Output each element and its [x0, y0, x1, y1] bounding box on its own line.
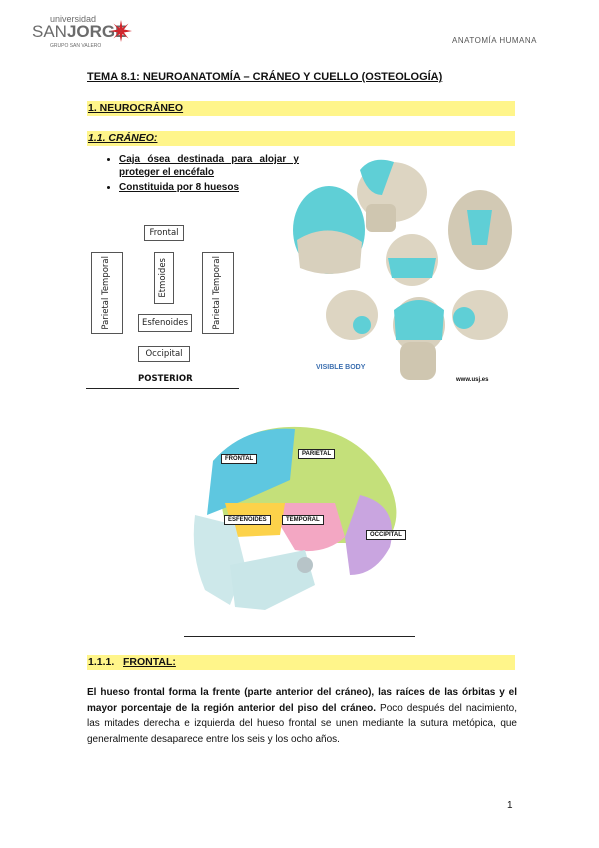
section-heading-1-1-1-text: FRONTAL:	[123, 656, 176, 668]
course-name: ANATOMÍA HUMANA	[452, 36, 537, 45]
label-frontal: FRONTAL	[221, 454, 258, 464]
section-number: 1.1.1.	[88, 656, 115, 668]
section-heading-1-1-text: 1.1. CRÁNEO:	[88, 132, 158, 144]
box-esfenoides: Esfenoides	[138, 314, 192, 332]
section-heading-1-text: 1. NEUROCRÁNEO	[88, 102, 184, 114]
box-frontal-label: Frontal	[149, 228, 179, 238]
usj-watermark: www.usj.es	[456, 377, 489, 383]
paragraph-normal: Poco después del nacimiento, las mitades…	[87, 702, 517, 745]
bullet-item: Constituida por 8 huesos	[119, 181, 299, 194]
logo-small-text: universidad	[50, 14, 97, 24]
bullet-text: Constituida por 8 huesos	[119, 182, 240, 193]
box-occipital: Occipital	[138, 346, 190, 362]
skull-views-illustration	[293, 159, 512, 380]
bullet-item: Caja ósea destinada para alojar y proteg…	[119, 153, 299, 179]
logo-group-text: GRUPO SAN VALERO	[50, 43, 102, 49]
frontal-paragraph: El hueso frontal forma la frente (parte …	[87, 685, 517, 747]
page-number: 1	[507, 800, 513, 811]
label-parietal: PARIETAL	[298, 449, 336, 459]
page-title: TEMA 8.1: NEUROANATOMÍA – CRÁNEO Y CUELL…	[87, 71, 443, 83]
box-pt-right-label: Parietal Temporal	[212, 256, 223, 330]
box-esfenoides-label: Esfenoides	[141, 318, 189, 328]
label-esfenoides: ESFENOIDES	[224, 515, 271, 525]
label-temporal: TEMPORAL	[282, 515, 324, 525]
paragraph-bold: El hueso frontal forma la frente (parte …	[87, 687, 517, 714]
section-heading-1-1: 1.1. CRÁNEO:	[87, 131, 515, 146]
bullet-list: Caja ósea destinada para alojar y proteg…	[105, 153, 299, 196]
bullet-text: Caja ósea destinada para alojar y proteg…	[119, 154, 299, 178]
lateral-skull-illustration	[193, 426, 397, 610]
box-parietal-temporal-left: Parietal Temporal	[91, 252, 123, 334]
section-heading-1: 1. NEUROCRÁNEO	[87, 101, 515, 116]
logo-big-text: SANJORGE	[32, 22, 127, 42]
bones-diagram: Frontal Parietal Temporal Etmoides Parie…	[86, 220, 246, 392]
label-occipital: OCCIPITAL	[366, 530, 406, 540]
box-occipital-label: Occipital	[145, 349, 183, 359]
visible-body-brand: VISIBLE BODY	[316, 364, 366, 371]
box-etmoides: Etmoides	[154, 252, 174, 304]
skull-underline	[184, 636, 415, 637]
star-logo-icon	[110, 20, 132, 42]
section-heading-1-1-1: 1.1.1. FRONTAL:	[87, 655, 515, 670]
logo-jorge: JORGE	[66, 22, 127, 41]
box-etmoides-label: Etmoides	[158, 258, 169, 298]
box-parietal-temporal-right: Parietal Temporal	[202, 252, 234, 334]
box-pt-left-label: Parietal Temporal	[101, 256, 112, 330]
posterior-label: POSTERIOR	[138, 374, 193, 384]
diagram-underline	[86, 388, 239, 389]
logo-san: SAN	[32, 22, 67, 41]
box-frontal: Frontal	[144, 225, 184, 241]
university-logo: universidad SANJORGE GRUPO SAN VALERO	[32, 14, 142, 54]
